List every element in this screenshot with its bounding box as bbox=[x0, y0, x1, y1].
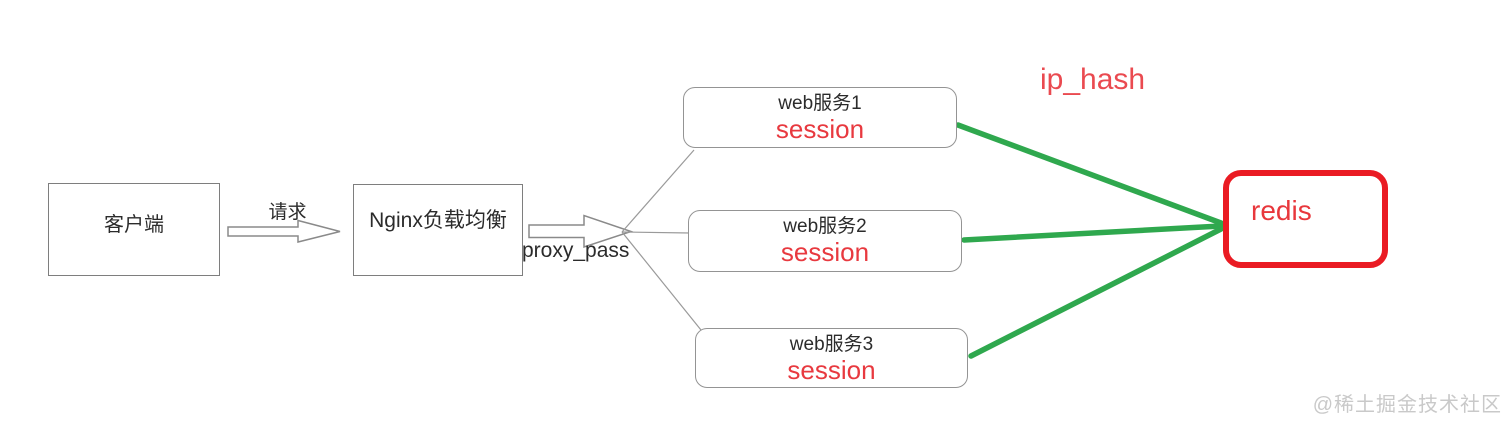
nginx-node: Nginx负载均衡 bbox=[353, 184, 523, 276]
fan-line-web3 bbox=[621, 231, 702, 331]
redis-label: redis bbox=[1251, 195, 1312, 226]
web-service-3-session-label: session bbox=[787, 354, 876, 385]
web-service-1-session-label: session bbox=[775, 113, 865, 144]
redis-node: redis bbox=[1223, 170, 1388, 268]
session-line-web3-redis bbox=[968, 226, 1224, 359]
proxy-pass-label: proxy_pass bbox=[522, 239, 630, 262]
ip-hash-label: ip_hash bbox=[1040, 63, 1146, 96]
fan-line-web1 bbox=[621, 149, 695, 233]
proxy-pass-arrow bbox=[528, 214, 634, 249]
watermark: @稀土掘金技术社区 bbox=[1312, 394, 1502, 416]
request-arrow bbox=[227, 219, 341, 243]
web-service-1-node: web服务1 session bbox=[683, 87, 957, 148]
web-service-3-node: web服务3 session bbox=[695, 328, 968, 388]
web-service-2-node: web服务2 session bbox=[688, 210, 962, 272]
request-label: 请求 bbox=[268, 202, 307, 223]
nginx-label: Nginx负载均衡 bbox=[369, 209, 507, 232]
web-service-3-title: web服务3 bbox=[789, 334, 874, 355]
session-line-web2-redis bbox=[961, 223, 1224, 243]
fan-line-web2 bbox=[621, 231, 691, 234]
client-label: 客户端 bbox=[104, 214, 164, 236]
client-node: 客户端 bbox=[48, 183, 220, 276]
web-service-1-title: web服务1 bbox=[778, 93, 862, 114]
session-line-web1-redis bbox=[955, 122, 1224, 226]
web-service-2-title: web服务2 bbox=[783, 216, 867, 237]
web-service-2-session-label: session bbox=[780, 236, 870, 267]
